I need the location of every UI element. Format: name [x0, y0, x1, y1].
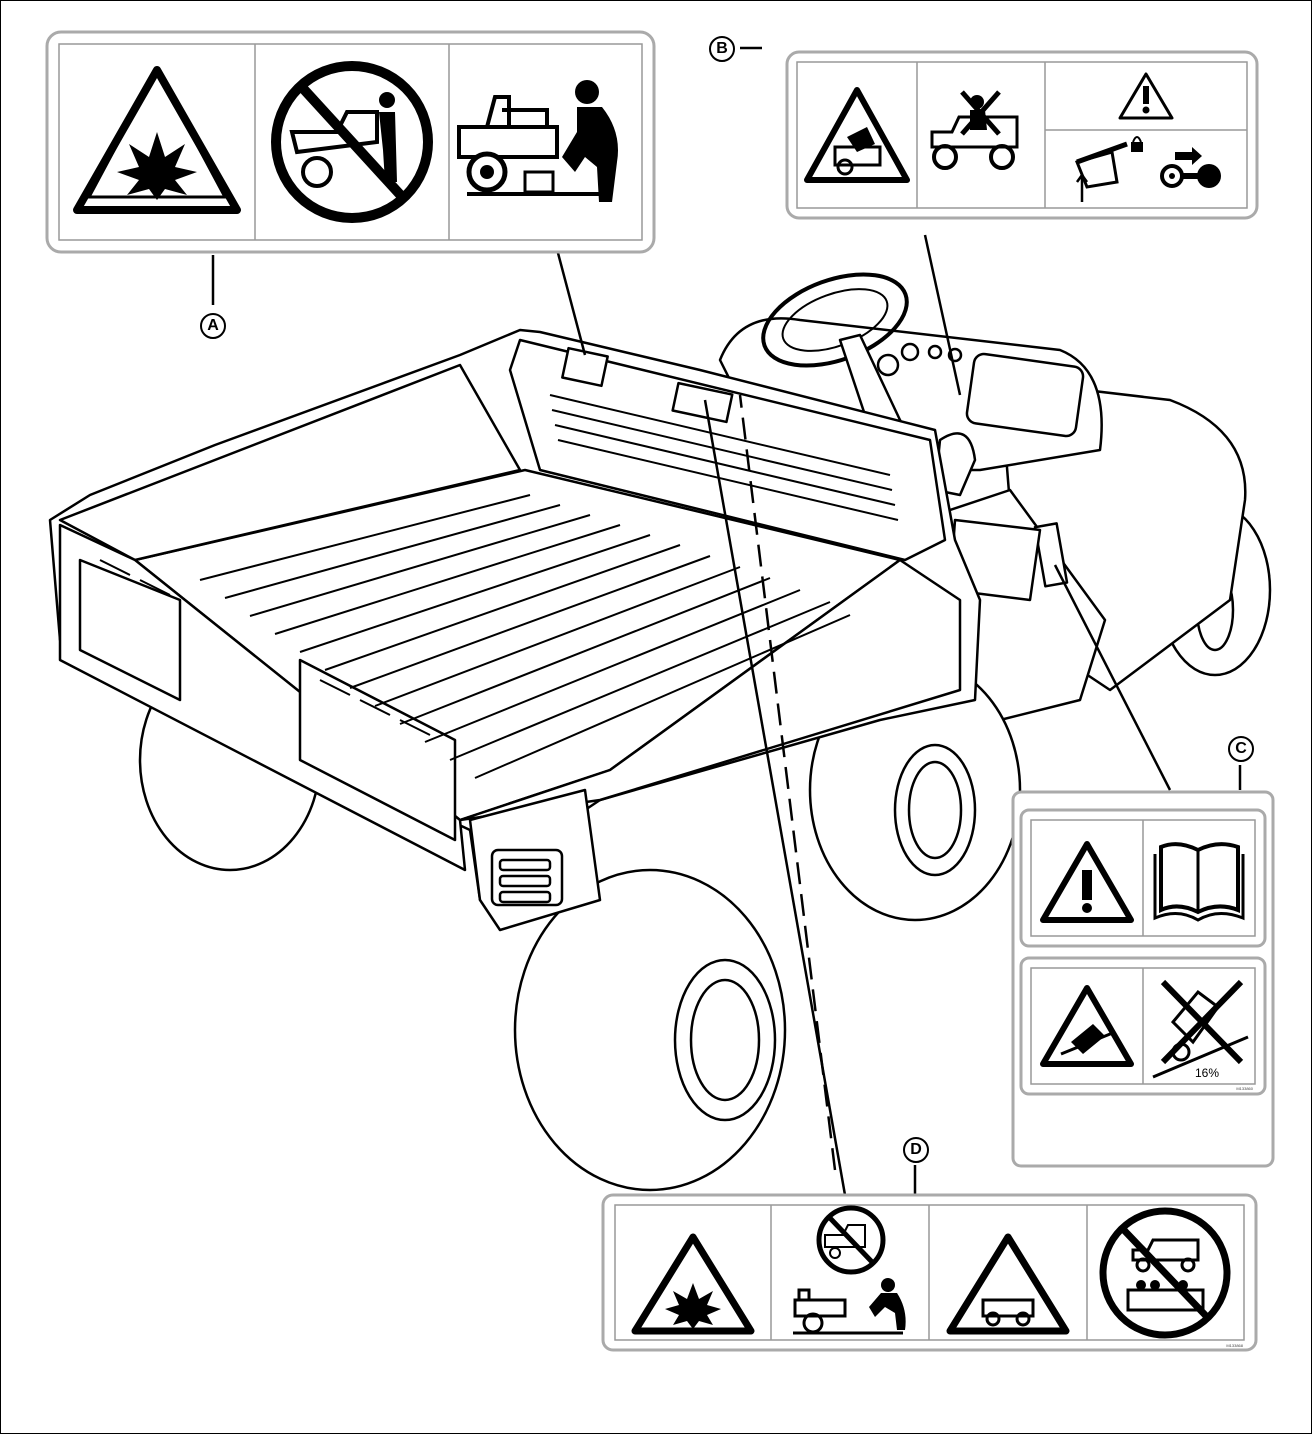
- callout-a: A: [199, 312, 227, 340]
- remove-key-icon: [1074, 136, 1221, 202]
- no-steep-slopes-icon: [1152, 979, 1249, 1079]
- crush-hazard-icon: [946, 1233, 1070, 1335]
- decal-c-part-number: M133860: [1236, 1086, 1253, 1091]
- callout-d: D: [902, 1136, 930, 1164]
- no-riders-in-box-icon: [930, 90, 1019, 170]
- tailgate-slots: [99, 559, 431, 736]
- refuel-engine-off-icon: [457, 80, 618, 202]
- no-refueling-icon: [816, 1205, 886, 1275]
- refuel-engine-off-icon: [793, 1278, 906, 1335]
- explosion-hazard-icon: [73, 66, 241, 214]
- no-refueling-icon: [271, 61, 433, 223]
- decal-c: 16% M133860: [1011, 790, 1275, 1168]
- decal-a-location: [561, 346, 609, 388]
- callout-a-label: A: [207, 317, 219, 334]
- decal-a: [45, 30, 656, 254]
- callout-d-label: D: [910, 1141, 922, 1158]
- glove-box: [965, 352, 1085, 438]
- no-passengers-icon: [1099, 1207, 1231, 1339]
- headboard-vents: [549, 394, 899, 521]
- crush-hazard-icon: [804, 87, 910, 183]
- warning-triangle-icon: [1118, 72, 1174, 120]
- decal-d-part-number: M133868: [1226, 1343, 1243, 1348]
- leader-b-decal: [923, 234, 962, 396]
- leader-c-decal: [1053, 564, 1172, 791]
- callout-c: C: [1227, 735, 1255, 763]
- right-sidewall: [458, 558, 962, 822]
- callout-b: B: [708, 35, 736, 63]
- cargo-floor-ribs: [199, 494, 851, 779]
- read-manual-icon: [1153, 842, 1245, 922]
- decal-d: M133868: [601, 1193, 1258, 1352]
- explosion-hazard-icon: [631, 1233, 755, 1335]
- callout-c-label: C: [1235, 740, 1247, 757]
- leader-a-decal: [556, 252, 587, 356]
- rollover-hazard-icon: [1040, 985, 1134, 1067]
- leader-d-hidden: [738, 394, 837, 1171]
- warning-triangle-icon: [1040, 841, 1134, 923]
- utility-vehicle-illustration: [48, 272, 1272, 1192]
- decal-d-location: [671, 381, 734, 424]
- slope-grade-label: 16%: [1195, 1066, 1219, 1080]
- callout-b-label: B: [716, 40, 728, 57]
- decal-b: [785, 50, 1259, 220]
